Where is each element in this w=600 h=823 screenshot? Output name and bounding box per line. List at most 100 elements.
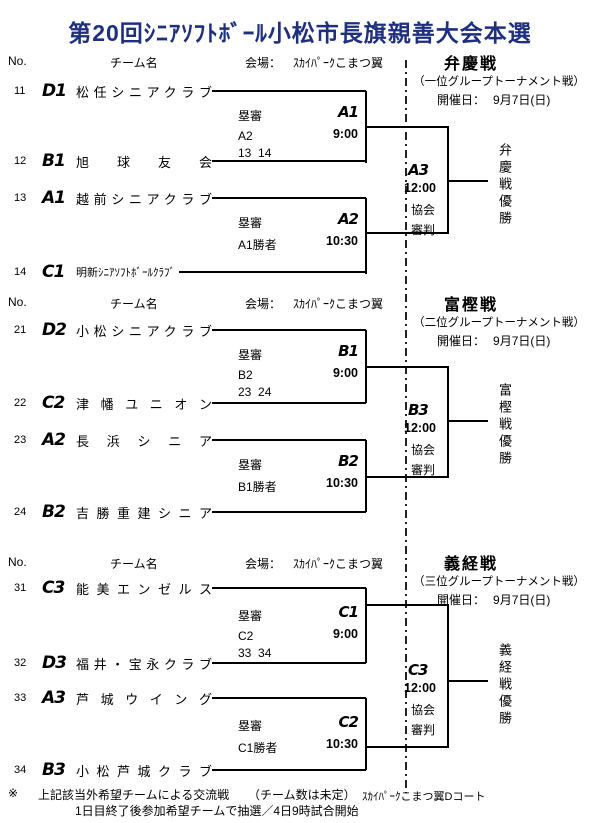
team-row: 31 C3 能美エンゼルス — [10, 578, 366, 598]
umpire-value: C2 — [238, 629, 254, 643]
team-no: 11 — [14, 85, 26, 97]
umpire-extra: 13 14 — [238, 146, 272, 160]
umpire-extra: 23 24 — [238, 385, 272, 399]
team-name: 明新ｼﾆｱｿﾌﾄﾎﾞｰﾙｸﾗﾌﾞ — [76, 267, 175, 279]
bracket-team-line — [212, 402, 366, 404]
umpire-label: 塁審 — [238, 609, 263, 623]
final-judge-line1: 協会 — [411, 443, 436, 457]
team-name: 津幡ユニオン — [76, 396, 212, 412]
bracket-final-vertical — [447, 604, 449, 748]
bracket-team-line — [212, 587, 366, 589]
team-no: 32 — [14, 657, 27, 669]
bracket-team-line — [212, 90, 366, 92]
date-label: 開催日： — [437, 93, 486, 107]
bracket-team-line — [179, 271, 366, 273]
match-time: 9:00 — [332, 627, 358, 641]
umpire-label: 塁審 — [238, 348, 263, 362]
match-time: 10:30 — [326, 476, 358, 490]
team-name: 福井・宝永クラブ — [76, 656, 212, 672]
seed-label: A2 — [42, 430, 66, 450]
footnote-mark: ※ — [8, 786, 19, 800]
champion-line — [447, 180, 488, 182]
team-no: 23 — [14, 434, 27, 446]
group-title-benkei: 弁慶戦 — [443, 56, 498, 73]
footnote-line2: 1日目終了後参加希望チームで抽選／4日9時試合開始 — [75, 804, 359, 818]
match-id: A1 — [337, 103, 359, 121]
team-name: 小松芦城クラブ — [76, 763, 212, 779]
umpire-label: 塁審 — [238, 458, 263, 472]
venue-row: 会場： ｽｶｲﾊﾟｰｸこまつ翼 — [245, 295, 383, 312]
bracket-winner-line — [365, 476, 449, 478]
seed-label: C2 — [42, 393, 65, 413]
umpire-value: C1勝者 — [238, 741, 278, 755]
bracket-winner-line — [365, 746, 449, 748]
seed-label: A1 — [42, 188, 66, 208]
team-name: 越前シニアクラブ — [76, 191, 212, 207]
seed-label: B1 — [42, 151, 66, 171]
match-id: A2 — [337, 210, 359, 228]
bracket-vertical — [365, 198, 367, 274]
team-no: 14 — [14, 266, 27, 278]
team-no: 33 — [14, 692, 27, 704]
seed-label: D3 — [42, 653, 67, 673]
venue-value: ｽｶｲﾊﾟｰｸこまつ翼 — [293, 56, 384, 70]
match-time: 10:30 — [326, 737, 358, 751]
venue-row: 会場： ｽｶｲﾊﾟｰｸこまつ翼 — [245, 555, 383, 572]
umpire-value: B1勝者 — [238, 480, 277, 494]
match-id: C2 — [338, 713, 359, 731]
venue-label: 会場： — [245, 297, 282, 311]
team-row: 13 A1 越前シニアクラブ — [10, 188, 366, 208]
final-judge-line2: 審判 — [411, 723, 436, 737]
venue-label: 会場： — [245, 557, 282, 571]
bracket-team-line — [212, 662, 366, 664]
team-name: 芦城ウイング — [76, 691, 212, 707]
champion-label: 弁慶戦優勝 — [497, 143, 512, 228]
team-no: 21 — [14, 324, 27, 336]
team-no: 12 — [14, 155, 27, 167]
date-label: 開催日： — [437, 593, 486, 607]
final-judge-line1: 協会 — [411, 703, 436, 717]
team-row: 22 C2 津幡ユニオン — [10, 393, 366, 413]
column-header-no: No. — [8, 555, 27, 569]
group-subtitle: （二位グループトーナメント戦） — [413, 317, 585, 329]
match-time: 10:30 — [326, 234, 358, 248]
bracket-team-line — [212, 439, 366, 441]
team-no: 24 — [14, 506, 27, 518]
team-name: 旭 球 友 会 — [76, 154, 212, 170]
team-row: 23 A2 長浜シニア — [10, 430, 366, 450]
column-header-team: チーム名 — [110, 557, 158, 571]
group-date: 開催日： 9月7日(日) — [437, 591, 550, 608]
team-row: 21 D2 小松シニアクラブ — [10, 320, 366, 340]
final-match-id: A3 — [408, 161, 429, 179]
bracket-team-line — [212, 329, 366, 331]
seed-label: A3 — [42, 688, 66, 708]
champion-line — [447, 420, 488, 422]
bracket-vertical — [365, 698, 367, 770]
match-id: B2 — [338, 452, 359, 470]
group-date: 開催日： 9月7日(日) — [437, 91, 550, 108]
bracket-final-vertical — [447, 366, 449, 478]
team-name: 能美エンゼルス — [76, 581, 212, 597]
bracket-winner-line — [365, 232, 449, 234]
final-judge-line1: 協会 — [411, 203, 436, 217]
group-title-yoshitsune: 義経戦 — [443, 556, 498, 573]
team-name: 松任シニアクラブ — [76, 84, 212, 100]
footnote-text: 上記該当外希望チームによる交流戦 — [38, 788, 230, 802]
footnote-court: ｽｶｲﾊﾟｰｸこまつ翼Dコート — [362, 791, 486, 803]
column-header-no: No. — [8, 295, 27, 309]
bracket-vertical — [365, 588, 367, 663]
team-no: 31 — [14, 582, 27, 594]
group-title-togashi: 富樫戦 — [443, 297, 498, 314]
group-date: 開催日： 9月7日(日) — [437, 332, 550, 349]
match-id: B1 — [338, 342, 359, 360]
venue-row: 会場： ｽｶｲﾊﾟｰｸこまつ翼 — [245, 54, 383, 71]
team-row: 32 D3 福井・宝永クラブ — [10, 653, 366, 673]
team-name: 長浜シニア — [76, 433, 212, 449]
bracket-team-line — [212, 697, 366, 699]
bracket-team-line — [212, 197, 366, 199]
match-time: 9:00 — [332, 127, 358, 141]
umpire-value: A2 — [238, 129, 253, 143]
team-row: 24 B2 吉勝重建シニア — [10, 502, 366, 522]
match-time: 9:00 — [332, 366, 358, 380]
champion-label: 義経戦優勝 — [497, 643, 512, 728]
